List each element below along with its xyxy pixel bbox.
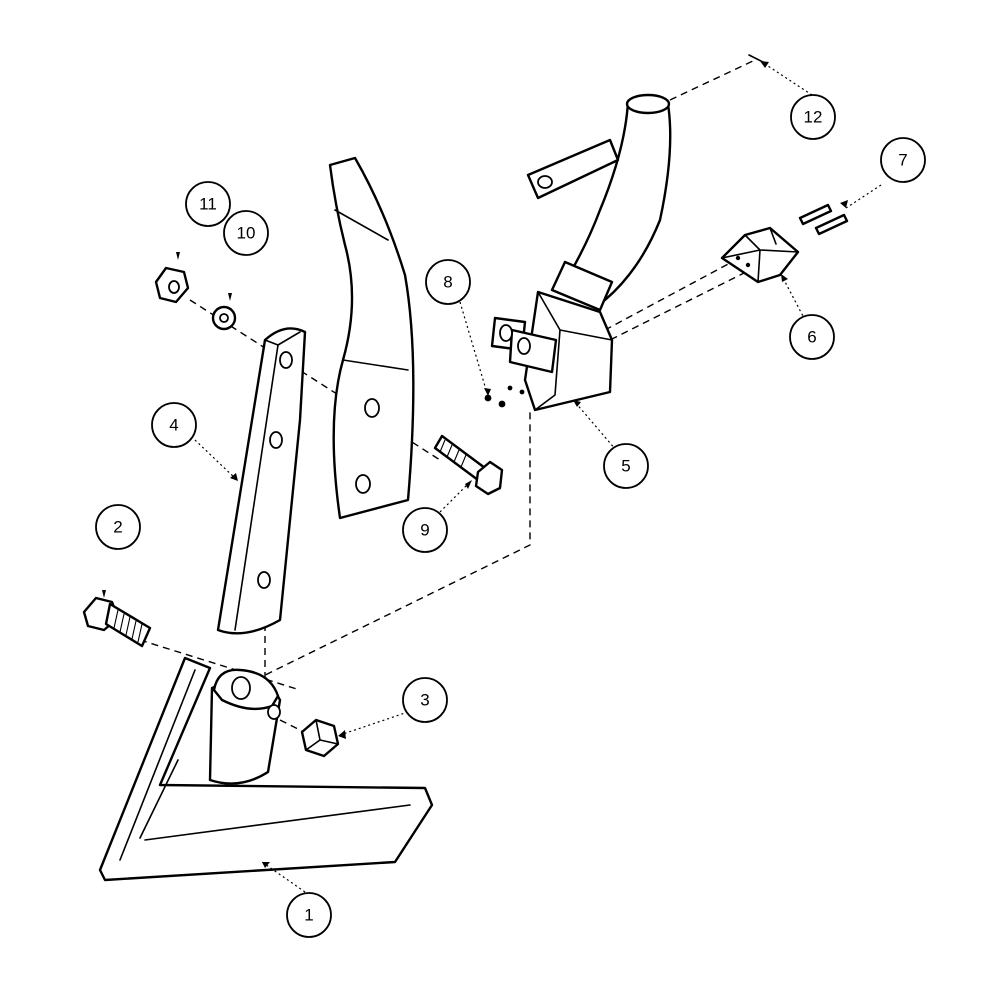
deflector-bracket: [720, 226, 800, 284]
hex-nut-11: [154, 252, 190, 304]
callout-2-label: 2: [113, 518, 122, 537]
callout-3-label: 3: [420, 691, 429, 710]
washer: [211, 293, 237, 331]
leader-lines: [194, 61, 882, 893]
frame-shank: [328, 156, 415, 520]
set-screws: [484, 394, 506, 408]
callout-7: 7: [880, 137, 926, 183]
sweep-bolt: [82, 590, 152, 648]
callout-8-label: 8: [443, 273, 452, 292]
assembly-lines: [139, 59, 781, 741]
callout-1: 1: [286, 892, 332, 938]
callout-4-label: 4: [169, 416, 178, 435]
callout-12: 12: [790, 94, 836, 140]
callout-6-label: 6: [807, 328, 816, 347]
callout-7-label: 7: [898, 151, 907, 170]
callout-8: 8: [425, 259, 471, 305]
sweep-shovel: [98, 656, 434, 882]
callout-5-label: 5: [621, 457, 630, 476]
shin-plate: [216, 327, 307, 635]
callout-5: 5: [603, 443, 649, 489]
callout-12-label: 12: [804, 108, 823, 127]
roll-pins: [798, 200, 849, 236]
callout-9-label: 9: [420, 521, 429, 540]
callout-4: 4: [151, 402, 197, 448]
callout-11: 11: [185, 181, 231, 227]
shank-bolt: [433, 434, 504, 496]
callout-11-label: 11: [199, 195, 217, 214]
callout-9: 9: [402, 507, 448, 553]
callout-2: 2: [95, 504, 141, 550]
hose-end-mark: [748, 54, 764, 63]
seed-boot: [490, 93, 672, 412]
callout-6: 6: [789, 314, 835, 360]
callout-3: 3: [402, 677, 448, 723]
hex-nut-3: [300, 718, 340, 758]
callout-10: 10: [223, 210, 269, 256]
callout-1-label: 1: [304, 906, 313, 925]
callout-10-label: 10: [237, 224, 256, 243]
